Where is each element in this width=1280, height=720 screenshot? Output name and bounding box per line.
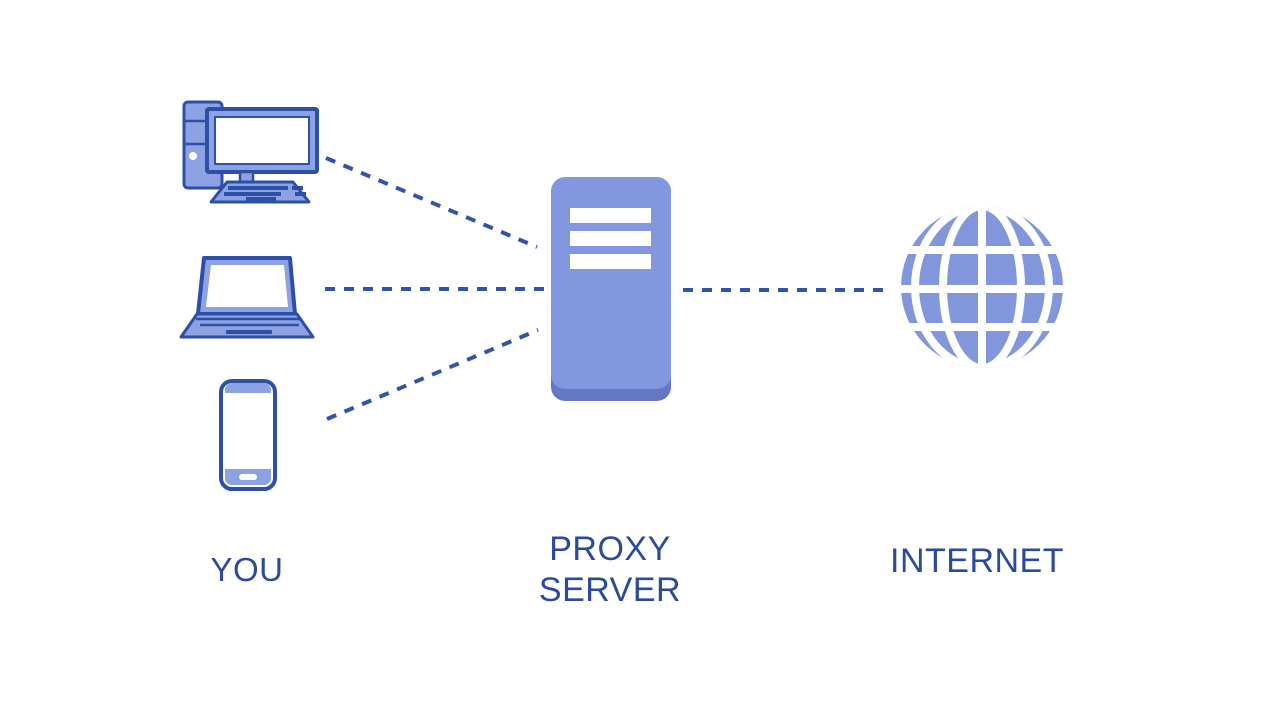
- proxy-server-icon: [551, 177, 671, 401]
- keyboard-key-row: [224, 192, 281, 196]
- server-body: [551, 177, 671, 389]
- proxy-server-label-line2: SERVER: [538, 571, 682, 609]
- desktop-computer-icon: [182, 100, 319, 204]
- globe-grid: [901, 206, 1063, 368]
- phone-top-bar: [225, 383, 271, 393]
- keyboard-key: [292, 186, 303, 190]
- keyboard-key: [295, 192, 306, 196]
- laptop-touchpad: [226, 330, 272, 334]
- proxy-server-label: PROXY SERVER: [520, 529, 700, 611]
- internet-globe-icon: [901, 206, 1063, 368]
- phone-home-button: [239, 474, 257, 480]
- laptop-icon: [179, 256, 315, 339]
- monitor-screen: [214, 116, 310, 165]
- keyboard-spacebar: [246, 197, 276, 201]
- tower-power-button: [189, 152, 197, 160]
- server-slot: [570, 231, 651, 246]
- internet-label: INTERNET: [890, 542, 1064, 580]
- connection-desktop-to-proxy: [325, 156, 538, 249]
- laptop-screen: [206, 265, 288, 307]
- phone-body: [219, 379, 277, 491]
- server-slot: [570, 208, 651, 223]
- connection-phone-to-proxy: [326, 328, 539, 421]
- globe-meridian: [911, 206, 1053, 368]
- proxy-server-label-line1: PROXY: [549, 530, 671, 568]
- smartphone-icon: [219, 379, 277, 491]
- keyboard-key-row: [228, 186, 288, 190]
- globe-meridian: [939, 206, 1025, 368]
- you-label: YOU: [210, 551, 284, 588]
- server-slot: [570, 254, 651, 269]
